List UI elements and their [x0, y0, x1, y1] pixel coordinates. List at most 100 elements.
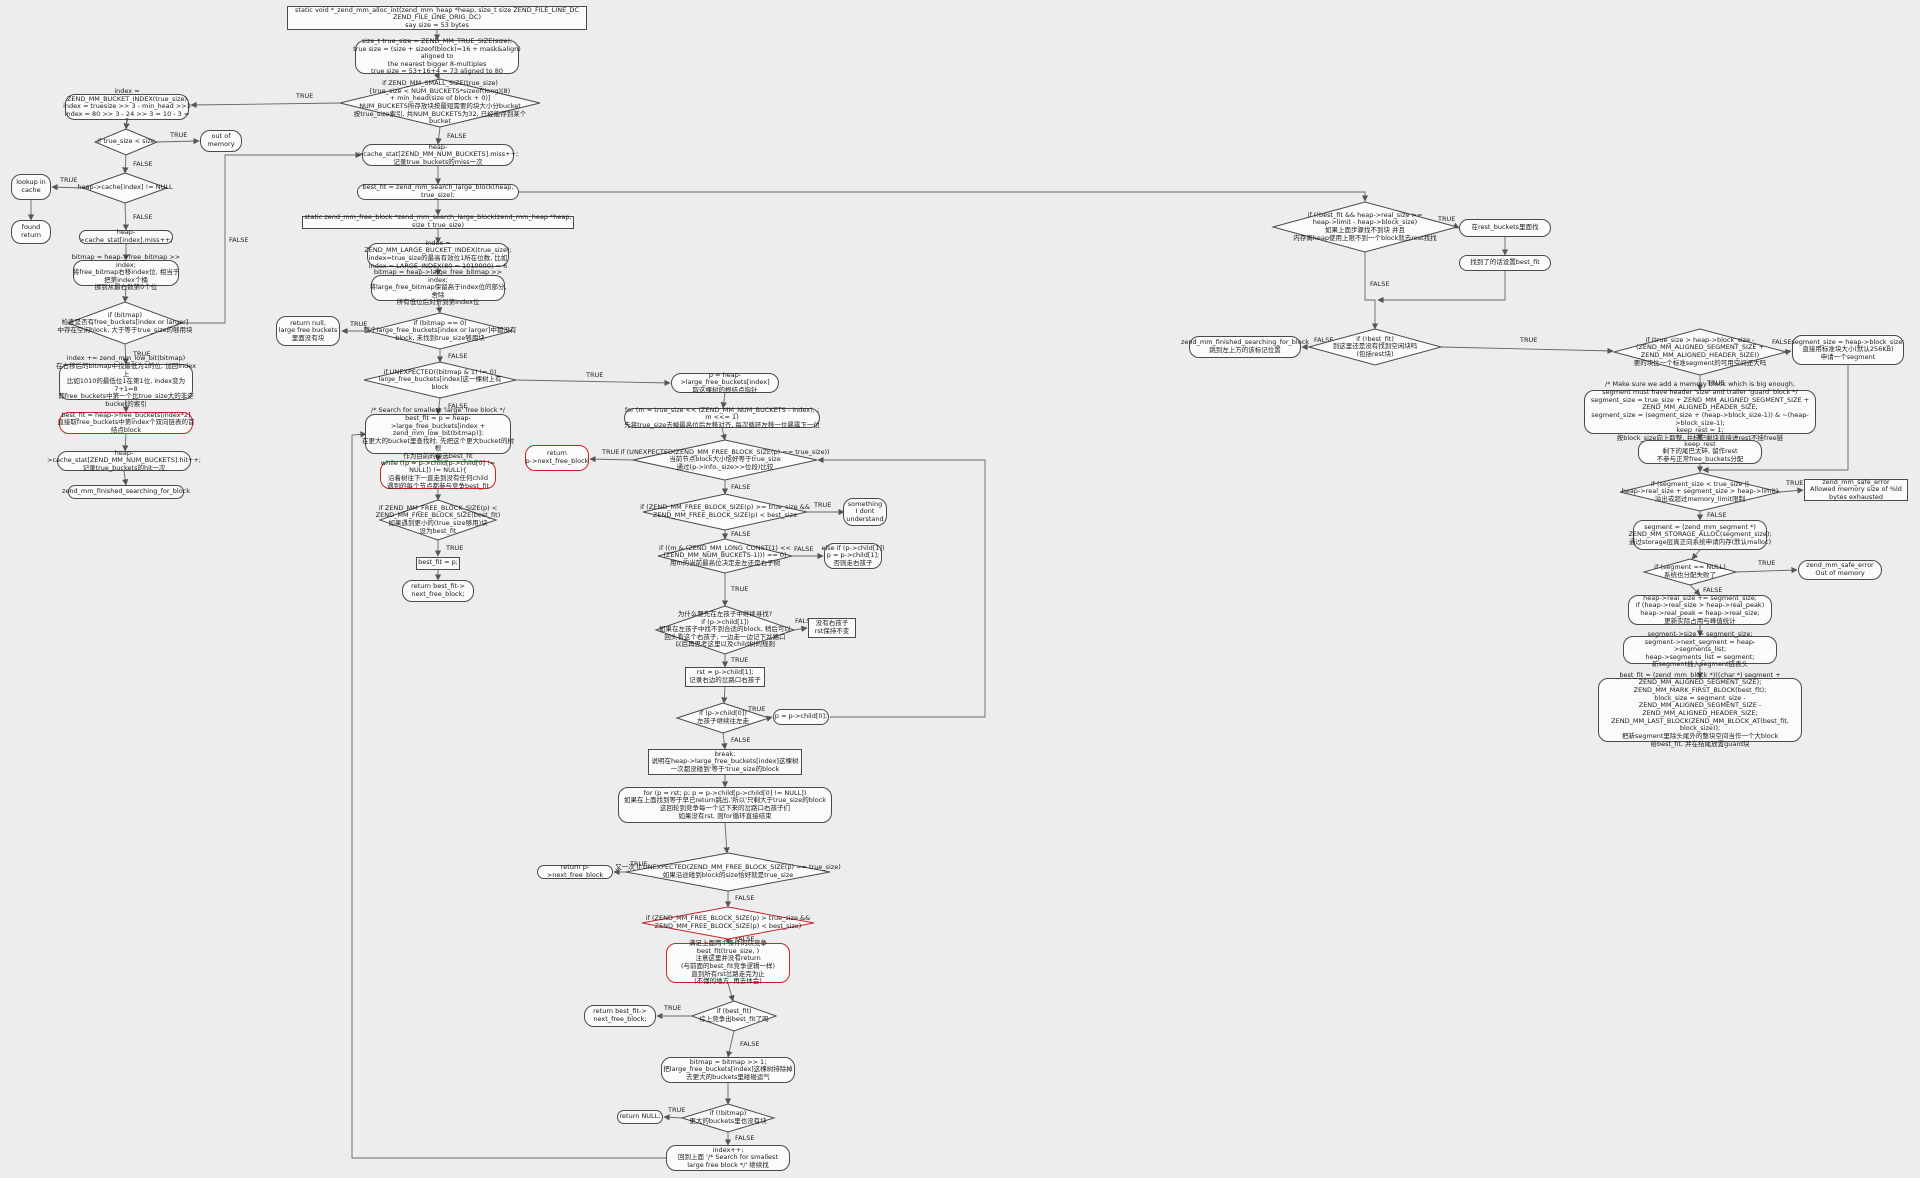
edge-label: FALSE — [735, 894, 754, 902]
edge-label: TRUE — [585, 371, 603, 379]
node-return-best-next — [402, 580, 474, 602]
node-no-right-child — [808, 618, 856, 638]
node-set-best-fit-rest — [1459, 255, 1551, 271]
connector-arrow — [1364, 252, 1379, 330]
node-cache-stat-miss-large — [362, 144, 514, 166]
node-seg-size-check — [1612, 328, 1788, 376]
connector-arrow — [721, 732, 728, 750]
connector-arrow — [721, 686, 728, 704]
node-out-of-memory-seg — [1798, 560, 1882, 580]
edge-label: TRUE — [1785, 479, 1803, 487]
connector-arrow — [122, 343, 129, 365]
node-go-right-child — [824, 543, 882, 569]
node-search-rest-buckets — [1459, 219, 1551, 237]
edge-label: FALSE — [731, 736, 750, 744]
node-bitmap-shift-1 — [661, 1057, 795, 1083]
node-cache-stat-miss-small — [79, 230, 173, 244]
node-no-best-fit-check — [1307, 328, 1443, 366]
connector-arrow — [720, 392, 727, 409]
edge-label: FALSE — [731, 530, 750, 538]
node-return-null-2 — [617, 1110, 663, 1124]
node-keep-rest-note — [1638, 440, 1762, 464]
connector-arrow — [435, 126, 442, 145]
node-return-null-large — [276, 316, 340, 346]
edge-label: FALSE — [1370, 280, 1389, 288]
edge-label: TRUE — [295, 92, 313, 100]
node-index-low-bit — [59, 364, 193, 400]
node-true-size — [355, 40, 519, 74]
edge-label: TRUE — [1437, 215, 1455, 223]
node-no-bitmap-check — [680, 1103, 776, 1133]
connector-arrow — [122, 202, 129, 231]
edge-label: FALSE — [735, 935, 754, 943]
node-call-search-large — [357, 184, 519, 200]
node-large-bitmap-shift — [371, 275, 505, 301]
connector-arrow — [1779, 487, 1804, 494]
node-small-size-check — [339, 78, 541, 128]
connector-arrow — [1440, 346, 1614, 355]
node-bitmap-zero-check — [367, 312, 513, 350]
connector-arrow — [182, 151, 362, 324]
connector-arrow — [156, 137, 200, 145]
node-save-rst — [685, 667, 765, 687]
edge-label: FALSE — [795, 617, 814, 625]
connector-arrow — [122, 154, 129, 174]
edge-label: FALSE — [133, 213, 152, 221]
edge-label: FALSE — [735, 1134, 754, 1142]
edge-label: FALSE — [1703, 586, 1722, 594]
connector-arrow — [727, 982, 735, 1002]
node-take-free-bucket-head — [59, 412, 193, 434]
edge-label: FALSE — [1314, 336, 1333, 344]
edge-label: TRUE — [1519, 336, 1537, 344]
connector-arrow — [51, 184, 84, 191]
node-seg-size-default — [1792, 335, 1904, 365]
node-break-loop — [648, 749, 802, 775]
node-compete-best-fit — [666, 943, 790, 983]
edge-label: FALSE — [794, 545, 813, 553]
connector-arrow — [1735, 567, 1798, 574]
node-return-best-next-2 — [584, 1005, 656, 1027]
edge-label: FALSE — [1707, 511, 1726, 519]
node-segment-first-block — [1598, 678, 1802, 742]
node-search-large-def — [302, 215, 574, 229]
edge-label: TRUE — [59, 176, 77, 184]
node-exact-size-check — [632, 439, 818, 481]
connector-arrow — [663, 1114, 683, 1121]
node-cache-check — [81, 172, 169, 204]
node-segment-null-check — [1642, 558, 1738, 586]
node-high-bit-check — [657, 538, 793, 574]
connector-arrow — [435, 300, 443, 314]
node-found-return — [11, 220, 51, 244]
node-search-smallest — [365, 414, 511, 454]
node-exact-size-check-2 — [625, 852, 831, 892]
edge-label: FALSE — [447, 132, 466, 140]
node-smaller-than-best — [378, 499, 498, 541]
connector-arrow — [519, 191, 1369, 202]
node-return-p-next-1 — [525, 445, 589, 471]
node-rest-limit-check — [1271, 201, 1459, 253]
node-finished-label — [68, 485, 184, 499]
edge-label: FALSE — [448, 402, 467, 410]
node-better-candidate-check-2 — [641, 906, 815, 940]
node-best-fit-found-check — [690, 1000, 778, 1032]
node-goto-finished-label — [1189, 336, 1301, 358]
connector-arrow — [123, 119, 130, 130]
connector-arrow — [723, 822, 730, 854]
edge-label: TRUE — [1706, 379, 1724, 387]
edge-label: TRUE — [445, 544, 463, 552]
connector-arrow — [793, 625, 808, 632]
connector-arrow — [435, 397, 442, 415]
node-large-bucket-index — [367, 243, 509, 267]
connector-arrow — [515, 379, 671, 387]
edge-label: FALSE — [740, 1040, 759, 1048]
node-cache-stat-hit — [57, 451, 191, 471]
edge-label: TRUE — [730, 585, 748, 593]
connector-arrow — [122, 470, 129, 486]
edge-label: FALSE — [229, 236, 248, 244]
edge-label: TRUE — [601, 448, 619, 456]
edge-label: TRUE — [629, 860, 647, 868]
connector-arrow — [817, 456, 986, 718]
connector-arrow — [351, 431, 666, 1159]
edge-label: TRUE — [747, 705, 765, 713]
